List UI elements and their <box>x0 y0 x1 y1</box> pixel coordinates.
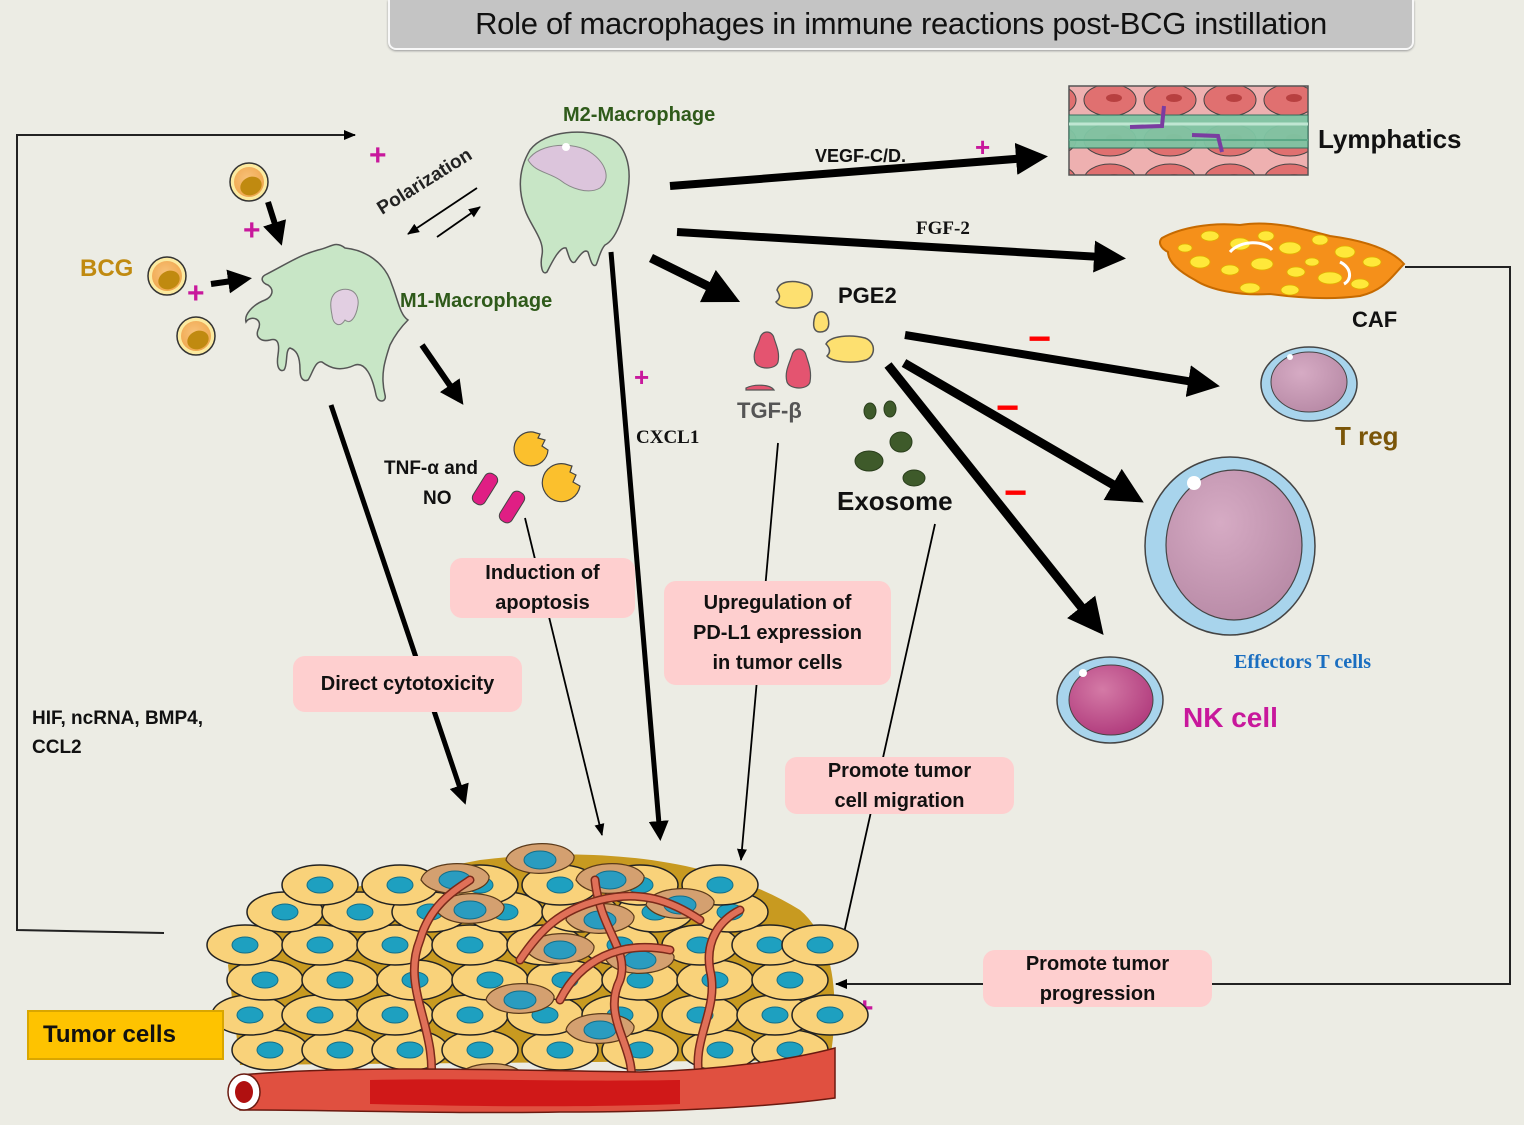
cxcl1-label: CXCL1 <box>636 427 699 448</box>
tumor-cells-label: Tumor cells <box>43 1021 176 1048</box>
effect-text: apoptosis <box>495 592 590 614</box>
plus-sign: + <box>634 362 649 392</box>
tumor-mass-icon <box>206 843 869 1114</box>
hif-label-line1: HIF, ncRNA, BMP4, <box>32 708 203 729</box>
minus-sign: − <box>1028 317 1051 361</box>
tumor-cell-icon <box>361 864 439 906</box>
minus-sign: − <box>996 386 1019 430</box>
effect-box-migration: Promote tumor cell migration <box>785 757 1014 814</box>
arrow-polarization-to-m1 <box>407 187 478 235</box>
cancer-cell-icon <box>525 933 595 964</box>
treg-label: T reg <box>1335 421 1399 451</box>
effect-text: Direct cytotoxicity <box>320 673 495 695</box>
effect-text: cell migration <box>834 789 965 812</box>
tumor-cell-icon <box>301 959 379 1001</box>
caf-label: CAF <box>1352 307 1397 332</box>
tumor-cell-icon <box>661 994 739 1036</box>
arrow-m2-to-tumor-cxcl1 <box>608 251 669 841</box>
tumor-cell-icon <box>226 959 304 1001</box>
exosome-icon <box>854 400 926 487</box>
caf-icon <box>1159 222 1406 300</box>
tumor-cell-icon <box>301 1029 379 1071</box>
arrow-m2-to-pge2 <box>649 253 741 303</box>
effect-box-direct-cytotoxicity: Direct cytotoxicity <box>293 656 522 712</box>
tgf-beta-icon <box>745 331 812 391</box>
tumor-cell-icon <box>751 959 829 1001</box>
tnf-label-line2: NO <box>423 488 452 509</box>
effect-box-induction-apoptosis: Induction of apoptosis <box>450 558 635 618</box>
bcg-particles <box>147 162 269 356</box>
bcg-particle-icon <box>147 256 187 296</box>
arrow-pge2-to-effector-t <box>901 359 1144 503</box>
tnf-label-line1: TNF-α and <box>384 458 478 479</box>
effect-text: in tumor cells <box>712 652 843 674</box>
effector-t-cell-icon <box>1144 456 1316 636</box>
arrow-exosome-to-tumor <box>835 523 936 961</box>
arrow-bcg-to-m1-left <box>210 269 252 294</box>
tumor-cell-icon <box>371 1029 449 1071</box>
vegf-label: VEGF-C/D. <box>815 146 906 166</box>
plus-sign: + <box>243 214 261 247</box>
effect-text: Promote tumor <box>1025 952 1170 975</box>
cancer-cell-icon <box>435 893 505 924</box>
arrow-m1-to-tnf <box>419 343 464 405</box>
effect-text: Upregulation of <box>703 592 852 614</box>
m1-macrophage-icon <box>244 243 410 402</box>
arrow-m2-to-lymphatics <box>669 142 1048 190</box>
effect-box-progression: Promote tumor progression <box>983 950 1212 1007</box>
arrow-m2-to-caf <box>676 228 1126 273</box>
tumor-cell-icon <box>431 994 509 1036</box>
tumor-cell-icon <box>781 924 859 966</box>
arrow-pge2-to-treg <box>904 331 1220 397</box>
effect-box-pdl1-upregulation: Upregulation of PD-L1 expression in tumo… <box>664 581 891 685</box>
pge2-icon <box>774 280 875 363</box>
m2-macrophage-label: M2-Macrophage <box>563 104 715 126</box>
feedback-loop-right <box>835 266 1511 989</box>
tumor-cell-icon <box>281 864 359 906</box>
effector-t-cells-label: Effectors T cells <box>1234 651 1371 673</box>
tumor-cell-icon <box>231 1029 309 1071</box>
tnf-no-icon <box>471 431 581 524</box>
hif-label-line2: CCL2 <box>32 737 82 758</box>
title-banner: Role of macrophages in immune reactions … <box>388 0 1414 50</box>
tumor-cell-icon <box>281 994 359 1036</box>
fgf2-label: FGF-2 <box>916 218 970 239</box>
blood-vessel-icon <box>227 1047 836 1114</box>
arrow-m1-to-tumor-direct <box>328 404 469 805</box>
pge2-label: PGE2 <box>838 283 897 308</box>
treg-cell-icon <box>1260 346 1358 422</box>
feedback-loop-left <box>16 130 356 934</box>
lymphatics-icon <box>1068 85 1309 176</box>
lymphatics-label: Lymphatics <box>1318 124 1462 154</box>
polarization-label: Polarization <box>374 144 476 219</box>
bcg-label: BCG <box>80 255 133 282</box>
effect-text: PD-L1 expression <box>693 622 862 644</box>
arrow-pge2-to-nk <box>884 362 1104 636</box>
tumor-cell-icon <box>791 994 869 1036</box>
bcg-particle-icon <box>229 162 269 202</box>
tumor-cell-icon <box>441 1029 519 1071</box>
effect-text: Promote tumor <box>827 759 972 782</box>
arrow-bcg-to-m1-top <box>263 201 287 246</box>
bcg-particle-icon <box>176 316 216 356</box>
diagram-title: Role of macrophages in immune reactions … <box>475 6 1327 41</box>
plus-sign: + <box>369 139 387 172</box>
m2-macrophage-icon <box>519 131 630 274</box>
nk-cell-label: NK cell <box>1183 702 1278 733</box>
effect-text: Induction of <box>485 562 600 584</box>
tumor-cell-icon <box>431 924 509 966</box>
effect-text: progression <box>1039 982 1156 1005</box>
exosome-label: Exosome <box>837 486 953 516</box>
tgf-beta-label: TGF-β <box>737 398 802 423</box>
nk-cell-icon <box>1056 656 1164 744</box>
minus-sign: − <box>1004 471 1027 515</box>
cancer-cell-icon <box>505 843 575 874</box>
m1-macrophage-label: M1-Macrophage <box>400 290 552 312</box>
tumor-cells-label-box: Tumor cells <box>27 1010 224 1060</box>
cancer-cell-icon <box>485 983 555 1014</box>
plus-sign: + <box>187 277 205 310</box>
arrow-polarization-to-m2 <box>436 206 481 238</box>
plus-sign: + <box>975 132 990 162</box>
